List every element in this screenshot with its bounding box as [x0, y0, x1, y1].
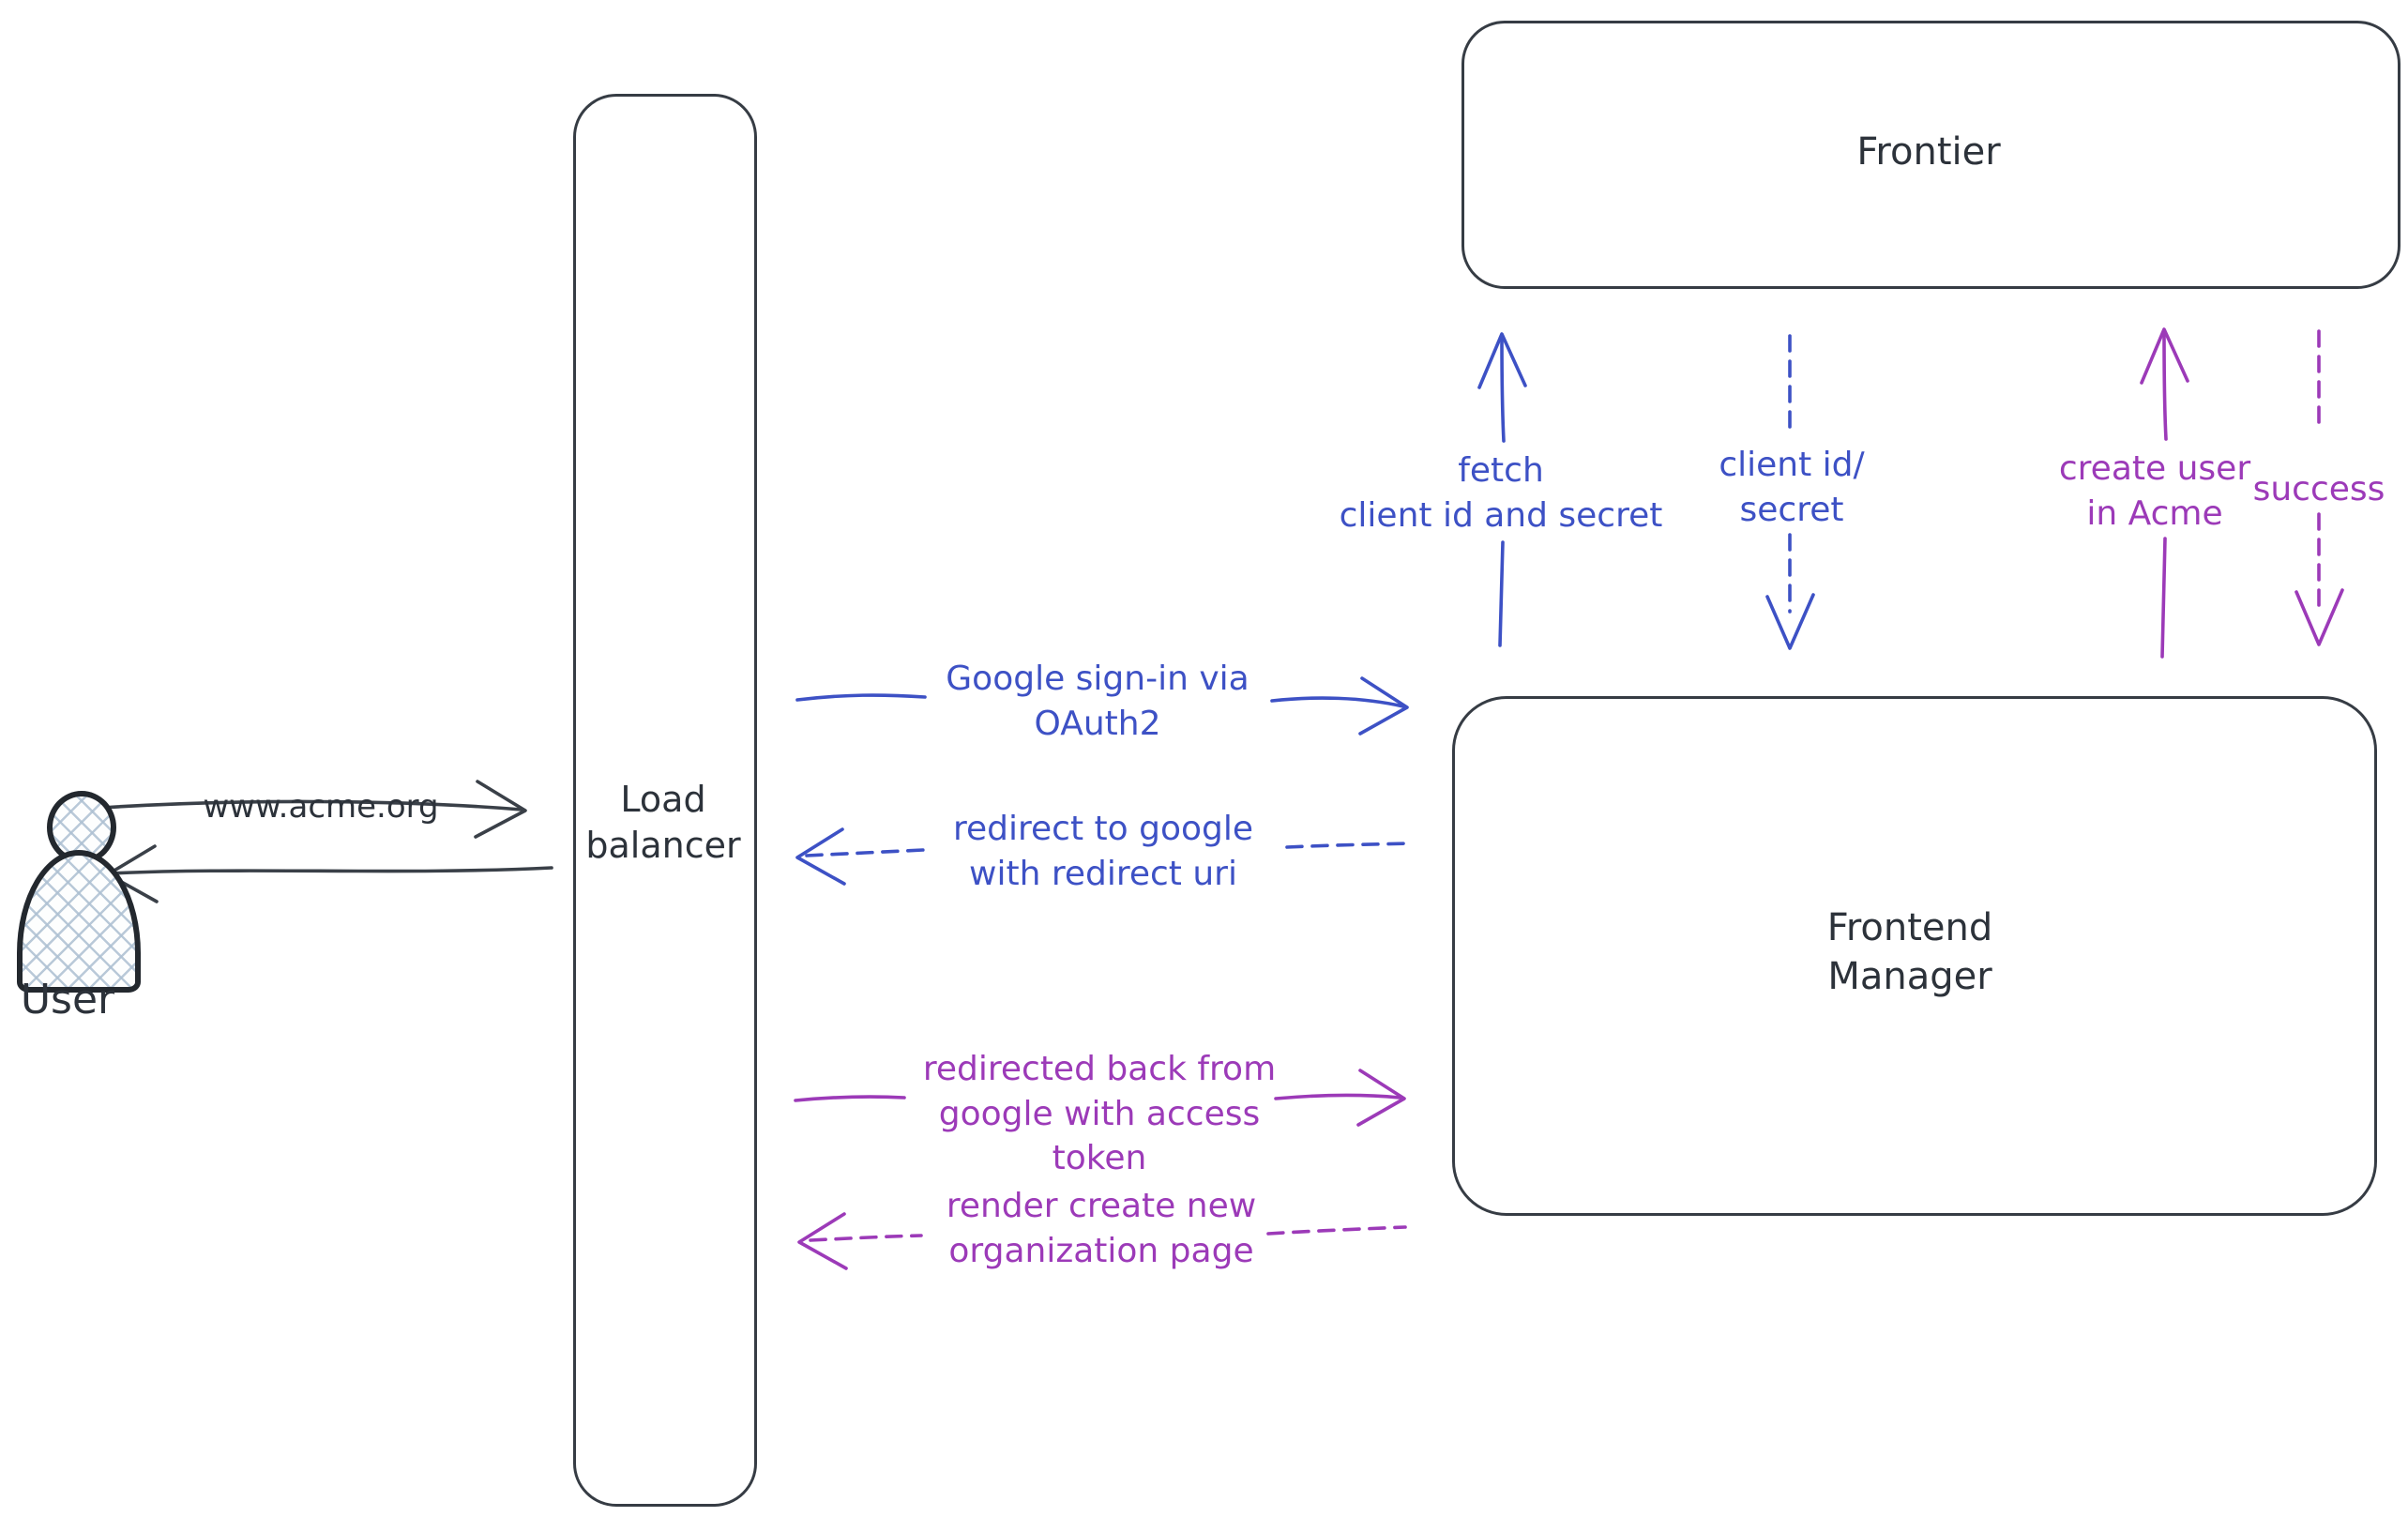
arrow-acme-request-line: [99, 799, 523, 812]
msg-fetch-secret: fetch client id and secret: [1340, 448, 1663, 538]
msg-redirected-back-line2: google with access: [938, 1094, 1261, 1133]
msg-redirect-google: redirect to google with redirect uri: [953, 807, 1253, 896]
msg-create-user: create user in Acme: [2059, 447, 2250, 536]
msg-render-page-line1: render create new: [946, 1187, 1257, 1225]
arrow-redirected-back-line: [1274, 1093, 1401, 1100]
msg-google-signin: Google sign-in via OAuth2: [946, 657, 1249, 746]
msg-redirected-back-line3: token: [1052, 1139, 1147, 1178]
frontier-box: [1461, 21, 2400, 289]
user-figure-head: [47, 791, 116, 864]
msg-render-page: render create new organization page: [947, 1184, 1256, 1273]
msg-google-signin-line2: OAuth2: [1034, 704, 1161, 743]
msg-client-id-secret-line2: secret: [1739, 490, 1844, 529]
msg-client-id-secret: client id/ secret: [1719, 443, 1864, 532]
msg-google-signin-line1: Google sign-in via: [946, 660, 1249, 698]
frontend-manager-label-line1: Frontend: [1826, 906, 1993, 949]
arrow-createuser-line-top: [2162, 329, 2168, 441]
arrow-redirected-back-stub: [794, 1095, 906, 1102]
arrow-redirect-head: [795, 827, 846, 886]
arrow-google-signin-stub: [795, 693, 927, 702]
arrow-google-signin-head: [1358, 676, 1409, 736]
msg-redirected-back-line1: redirected back from: [922, 1050, 1277, 1088]
arrow-return-user-line: [109, 866, 553, 875]
load-balancer-label-line1: Load: [620, 779, 706, 820]
msg-acme-request: www.acme.org: [203, 788, 439, 826]
arrow-success-head: [2294, 588, 2344, 646]
arrow-redirect-left-dashes: [805, 848, 925, 857]
arrow-clientid-head: [1765, 593, 1815, 650]
msg-create-user-line1: create user: [2058, 449, 2251, 488]
msg-redirected-back: redirected back from google with access …: [923, 1047, 1276, 1181]
msg-create-user-line2: in Acme: [2086, 493, 2223, 533]
arrow-fetch-head: [1477, 332, 1527, 389]
load-balancer-label-line2: balancer: [585, 824, 741, 866]
user-figure-body: [17, 850, 141, 993]
arrow-createuser-line-bottom: [2160, 537, 2167, 659]
msg-fetch-secret-line2: client id and secret: [1339, 495, 1663, 535]
arrow-google-signin-line: [1270, 696, 1405, 708]
frontend-manager-box: [1452, 696, 2377, 1216]
load-balancer-label: Load balancer: [585, 777, 740, 868]
msg-render-page-line2: organization page: [948, 1231, 1254, 1270]
arrow-render-head: [797, 1212, 848, 1270]
msg-redirect-google-line1: redirect to google: [952, 810, 1254, 848]
frontier-label: Frontier: [1856, 130, 2001, 174]
arrow-acme-request-head: [474, 780, 527, 839]
frontend-manager-label-line2: Manager: [1827, 955, 1992, 998]
arrow-redirected-back-head: [1356, 1069, 1406, 1127]
user-label: User: [20, 976, 115, 1024]
load-balancer-box: [573, 94, 757, 1507]
arrow-redirect-right-dashes: [1285, 842, 1411, 849]
arrow-render-left-dashes: [809, 1234, 923, 1242]
frontend-manager-label: Frontend Manager: [1827, 903, 1993, 1001]
arrow-createuser-head: [2140, 327, 2189, 385]
msg-redirect-google-line2: with redirect uri: [969, 854, 1237, 893]
msg-fetch-secret-line1: fetch: [1458, 451, 1544, 490]
arrow-fetch-line-bottom: [1498, 540, 1505, 647]
msg-success: success: [2252, 470, 2385, 508]
msg-client-id-secret-line1: client id/: [1719, 446, 1865, 484]
arrow-fetch-line-top: [1500, 334, 1506, 443]
arrow-render-right-dashes: [1266, 1225, 1407, 1236]
